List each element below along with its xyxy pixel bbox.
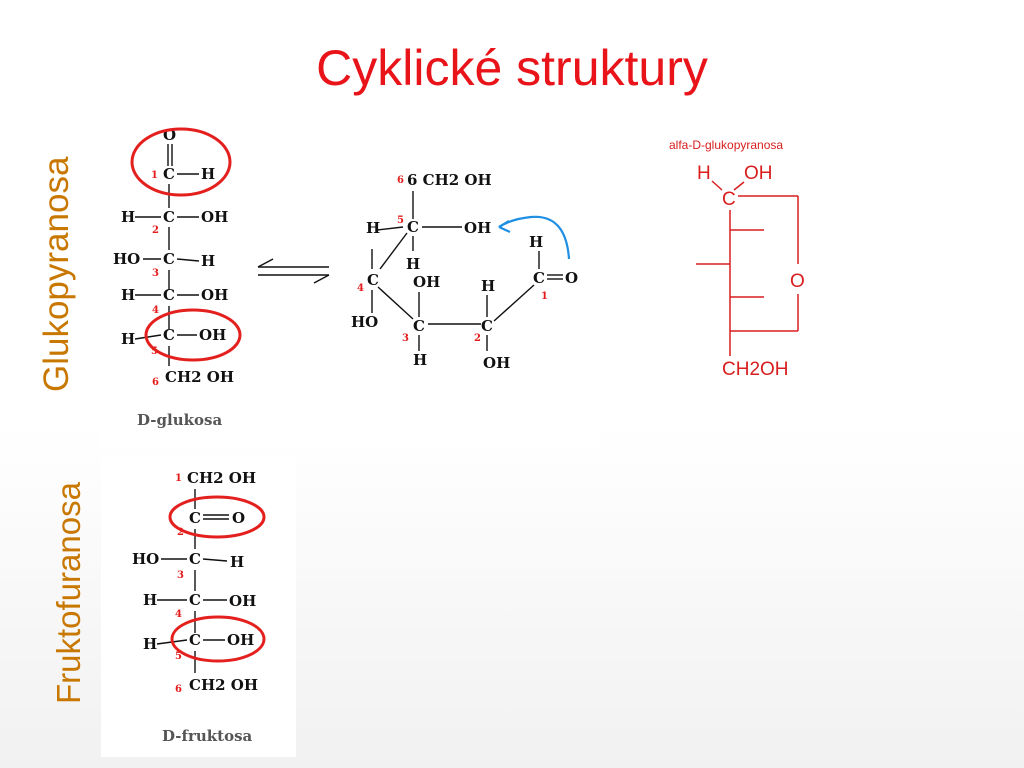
svg-text:OH: OH xyxy=(201,286,228,304)
svg-text:H: H xyxy=(413,351,427,369)
svg-text:CH2 OH: CH2 OH xyxy=(165,368,234,386)
svg-text:C: C xyxy=(163,250,175,268)
svg-text:O: O xyxy=(790,271,805,292)
svg-text:5: 5 xyxy=(397,215,404,226)
svg-text:H: H xyxy=(366,219,380,237)
svg-text:OH: OH xyxy=(464,219,491,237)
svg-text:H: H xyxy=(201,252,215,270)
svg-text:3: 3 xyxy=(177,570,184,581)
svg-text:C: C xyxy=(722,189,736,210)
svg-text:HO: HO xyxy=(351,313,378,331)
svg-text:C: C xyxy=(189,591,201,609)
svg-text:H: H xyxy=(121,330,135,348)
svg-text:1: 1 xyxy=(175,473,182,484)
svg-text:O: O xyxy=(565,269,578,287)
svg-text:OH: OH xyxy=(199,326,226,344)
svg-text:5: 5 xyxy=(151,346,158,357)
svg-text:C: C xyxy=(163,208,175,226)
svg-text:CH2 OH: CH2 OH xyxy=(187,469,256,487)
svg-text:H: H xyxy=(406,255,420,273)
alfa-title: alfa-D-glukopyranosa xyxy=(669,138,783,152)
svg-text:C: C xyxy=(163,326,175,344)
svg-text:6: 6 xyxy=(152,377,159,388)
glucose-diagram: O 1 C H H C OH 2 HO C H 3 H C xyxy=(113,126,578,429)
svg-text:3: 3 xyxy=(152,268,159,279)
glukopyranosa-label: Glukopyranosa xyxy=(37,156,76,392)
attack-arrow-head xyxy=(498,220,511,234)
svg-text:6: 6 xyxy=(397,175,404,186)
svg-text:4: 4 xyxy=(357,283,364,294)
svg-text:OH: OH xyxy=(201,208,228,226)
c5-oh-highlight xyxy=(170,615,266,663)
page-title: Cyklické struktury xyxy=(316,40,708,96)
svg-text:CH2OH: CH2OH xyxy=(722,359,789,380)
svg-text:HO: HO xyxy=(113,250,140,268)
svg-text:H: H xyxy=(230,553,244,571)
svg-text:6 CH2 OH: 6 CH2 OH xyxy=(407,171,492,189)
svg-text:6: 6 xyxy=(175,684,182,695)
equilibrium-arrows xyxy=(257,258,330,284)
svg-text:4: 4 xyxy=(175,609,182,620)
svg-text:H: H xyxy=(121,286,135,304)
svg-text:OH: OH xyxy=(413,273,440,291)
svg-text:H: H xyxy=(529,233,543,251)
svg-text:2: 2 xyxy=(474,333,481,344)
svg-text:H: H xyxy=(143,635,157,653)
svg-text:C: C xyxy=(163,165,175,183)
glucose-caption: D-glukosa xyxy=(137,411,222,429)
svg-text:OH: OH xyxy=(483,354,510,372)
svg-text:OH: OH xyxy=(229,592,256,610)
svg-text:H: H xyxy=(121,208,135,226)
svg-text:5: 5 xyxy=(175,651,182,662)
svg-text:H: H xyxy=(201,165,215,183)
alfa-glukopyranosa-diagram: alfa-D-glukopyranosa H OH C O CH2OH xyxy=(669,138,805,380)
svg-text:C: C xyxy=(189,631,201,649)
svg-text:C: C xyxy=(367,271,379,289)
svg-text:2: 2 xyxy=(177,527,184,538)
svg-text:2: 2 xyxy=(152,225,159,236)
svg-text:OH: OH xyxy=(227,631,254,649)
svg-text:4: 4 xyxy=(152,305,159,316)
svg-text:OH: OH xyxy=(744,163,773,184)
svg-text:C: C xyxy=(407,218,419,236)
svg-text:3: 3 xyxy=(402,333,409,344)
fructose-diagram: 1 CH2 OH C O 2 HO C H 3 H C OH 4 H C OH … xyxy=(132,469,266,745)
svg-text:C: C xyxy=(163,286,175,304)
svg-text:H: H xyxy=(481,277,495,295)
glucose-chain: O 1 C H H C OH 2 HO C H 3 H C xyxy=(113,126,242,429)
fructose-caption: D-fruktosa xyxy=(162,727,253,745)
glucose-ring-intermediate: 6 6 CH2 OH H 5 C OH H 4 C HO OH C 3 H xyxy=(351,171,578,372)
svg-text:1: 1 xyxy=(541,291,548,302)
svg-text:C: C xyxy=(481,317,493,335)
svg-text:C: C xyxy=(189,550,201,568)
svg-text:CH2 OH: CH2 OH xyxy=(189,676,258,694)
svg-text:O: O xyxy=(232,509,245,527)
svg-text:H: H xyxy=(697,163,711,184)
keto-highlight xyxy=(168,495,266,539)
svg-text:C: C xyxy=(413,317,425,335)
fructose-panel: 1 CH2 OH C O 2 HO C H 3 H C OH 4 H C OH … xyxy=(101,457,296,757)
svg-text:H: H xyxy=(143,591,157,609)
svg-text:C: C xyxy=(533,269,545,287)
svg-text:1: 1 xyxy=(151,170,158,181)
glucose-panel: O 1 C H H C OH 2 HO C H 3 H C xyxy=(101,109,601,447)
fruktofuranosa-label: Fruktofuranosa xyxy=(50,482,87,704)
carbonyl-highlight xyxy=(130,127,232,197)
c5-oh-highlight xyxy=(144,308,242,362)
svg-text:C: C xyxy=(189,509,201,527)
svg-text:HO: HO xyxy=(132,550,159,568)
